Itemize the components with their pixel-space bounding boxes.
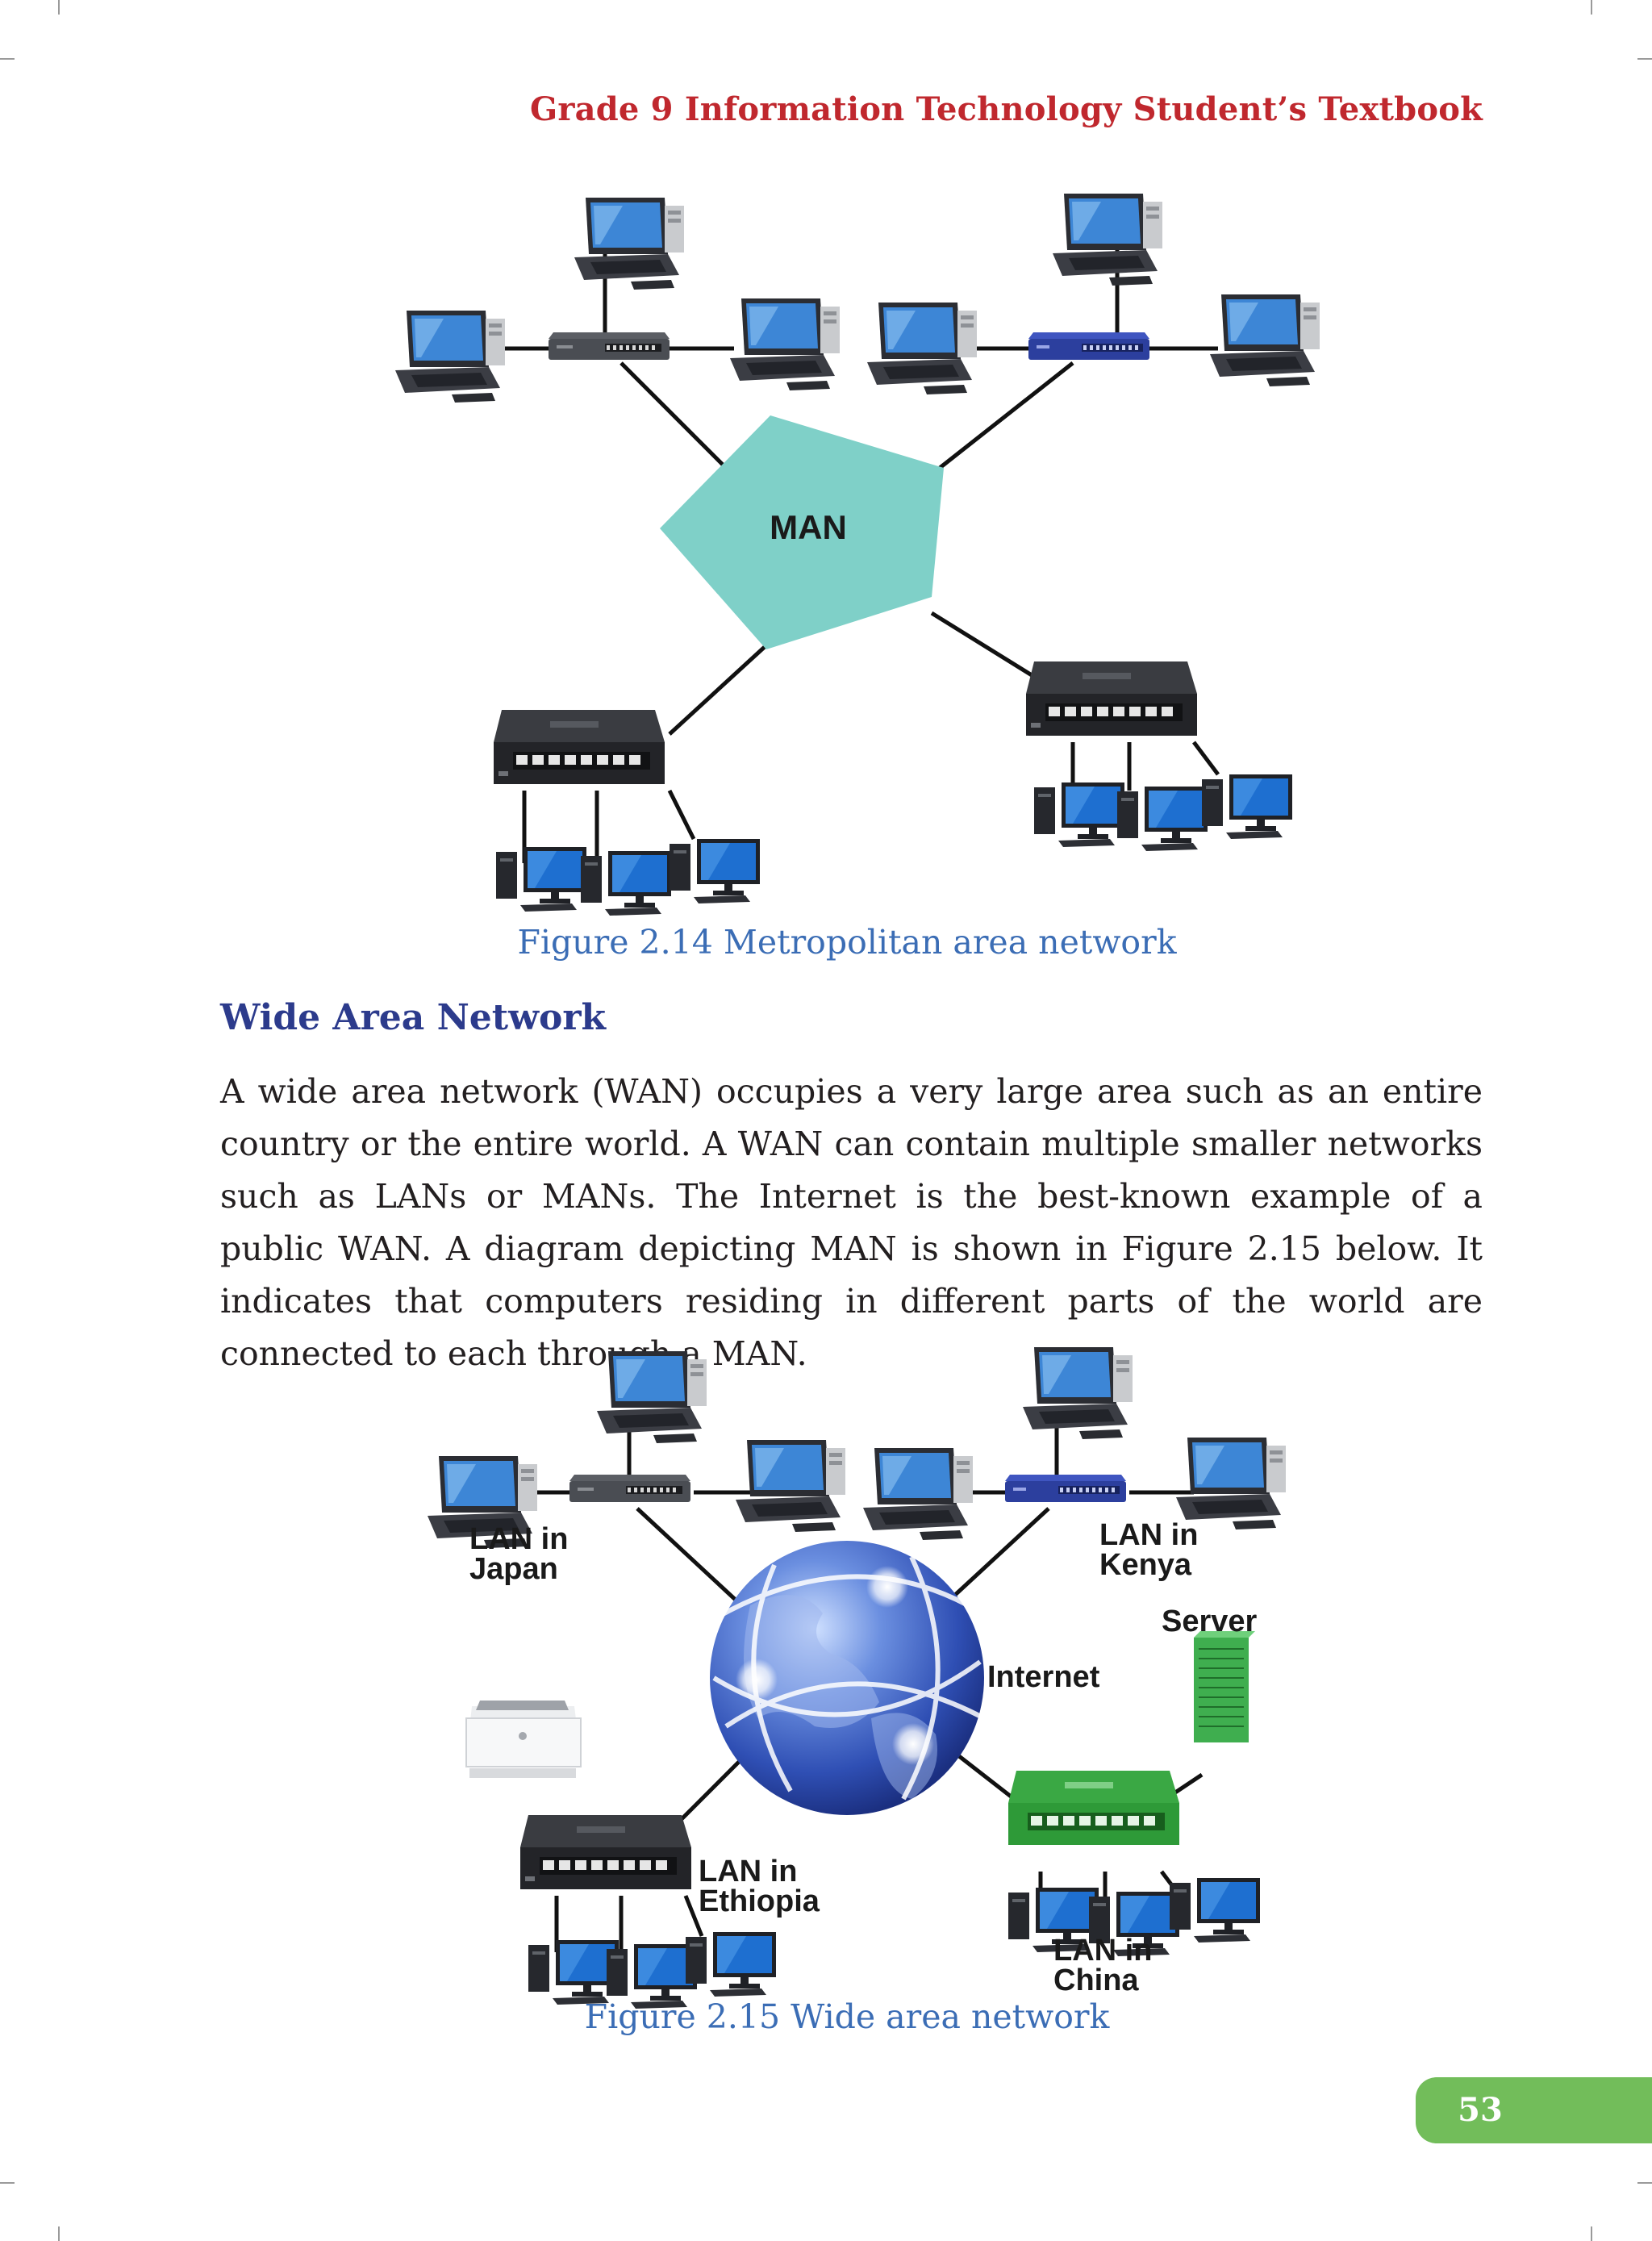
laptop-icon: [395, 311, 505, 403]
label-lan-china-line1: LAN in: [1053, 1934, 1152, 1968]
laptop-icon: [1053, 194, 1162, 286]
desktop-computer-icon: [686, 1932, 776, 1997]
desktop-computer-icon: [1202, 774, 1292, 839]
server-rack-icon: [1194, 1631, 1255, 1742]
page-number: 53: [1458, 2091, 1503, 2129]
crop-mark: [0, 2182, 15, 2184]
laptop-icon: [863, 1448, 973, 1540]
crop-mark: [58, 2226, 60, 2241]
label-server: Server: [1162, 1605, 1258, 1638]
crop-mark: [0, 58, 15, 60]
crop-mark: [1591, 0, 1592, 15]
section-heading: Wide Area Network: [220, 997, 607, 1038]
crop-mark: [58, 0, 60, 15]
laptop-icon: [1176, 1438, 1286, 1529]
man-center-label: MAN: [770, 508, 847, 546]
network-switch-icon: [1005, 1475, 1126, 1502]
desktop-computer-icon: [1117, 787, 1208, 851]
label-lan-china-line2: China: [1053, 1963, 1139, 1997]
label-internet: Internet: [987, 1660, 1100, 1694]
desktop-computer-icon: [581, 851, 671, 916]
network-switch-icon: [494, 710, 665, 784]
figure-caption: Figure 2.15 Wide area network: [584, 1997, 1110, 2036]
desktop-computer-icon: [528, 1940, 619, 2005]
printer-icon: [465, 1701, 582, 1778]
network-switch-icon: [1028, 332, 1149, 360]
laptop-icon: [730, 298, 840, 390]
figure-caption: Figure 2.14 Metropolitan area network: [517, 923, 1177, 962]
laptop-icon: [1210, 294, 1320, 386]
desktop-computer-icon: [496, 847, 586, 912]
label-lan-kenya-line2: Kenya: [1099, 1548, 1192, 1582]
laptop-icon: [574, 198, 684, 290]
laptop-icon: [597, 1351, 707, 1443]
network-switch-icon: [520, 1815, 691, 1889]
label-lan-ethiopia-line2: Ethiopia: [699, 1884, 820, 1918]
crop-mark: [1637, 2182, 1652, 2184]
network-switch-icon: [1026, 661, 1197, 736]
network-switch-icon: [549, 332, 670, 360]
network-switch-icon: [569, 1475, 690, 1502]
desktop-computer-icon: [1034, 782, 1124, 847]
crop-mark: [1591, 2226, 1592, 2241]
figure-wan: LAN in Japan LAN in Kenya Server Interne…: [0, 1339, 1652, 2009]
desktop-computer-icon: [1170, 1878, 1260, 1943]
label-lan-kenya-line1: LAN in: [1099, 1518, 1198, 1552]
label-lan-japan-line1: LAN in: [469, 1522, 568, 1556]
figure-man: MAN: [0, 177, 1652, 936]
laptop-icon: [1023, 1347, 1133, 1439]
page-number-tab: [1416, 2077, 1652, 2143]
body-paragraph: A wide area network (WAN) occupies a ver…: [220, 1072, 1483, 1373]
globe-icon: [708, 1541, 986, 1815]
laptop-icon: [867, 303, 977, 394]
desktop-computer-icon: [670, 839, 760, 903]
running-header: Grade 9 Information Technology Student’s…: [529, 90, 1483, 128]
crop-mark: [1637, 58, 1652, 60]
man-cloud: [660, 415, 944, 649]
laptop-icon: [736, 1440, 845, 1532]
man-diagram: MAN: [395, 194, 1320, 916]
label-lan-japan-line2: Japan: [469, 1552, 558, 1586]
network-switch-icon: [1008, 1771, 1179, 1845]
wan-diagram: LAN in Japan LAN in Kenya Server Interne…: [428, 1347, 1286, 2009]
label-lan-ethiopia-line1: LAN in: [699, 1855, 797, 1888]
